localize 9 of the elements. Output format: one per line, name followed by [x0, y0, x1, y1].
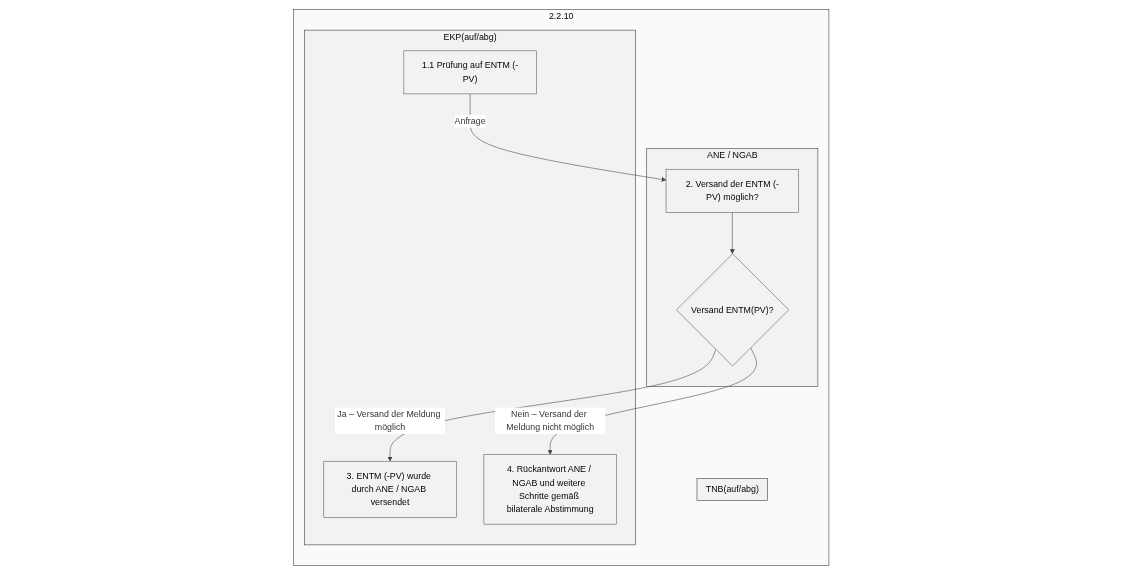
node-box: 2. Versand der ENTM (-PV) möglich?: [666, 168, 800, 213]
node-box: 3. ENTM (-PV) wurde durch ANE / NGAB versendet: [323, 460, 457, 518]
edge-label: Nein – Versand der Meldung nicht möglich: [506, 409, 595, 432]
node-box: 4. Rückantwort ANE / NGAB und weitere Schritte gemäß bilaterale Abstimmung: [483, 454, 617, 525]
edge-label: Anfrage: [454, 116, 486, 126]
node-box: TNB(auf/abg): [697, 478, 769, 501]
edge-label: Ja – Versand der Meldung möglich: [337, 409, 441, 432]
node-diamond: Versand ENTM(PV)?: [676, 253, 790, 367]
node-box: 1.1 Prüfung auf ENTM (-PV): [403, 50, 537, 95]
